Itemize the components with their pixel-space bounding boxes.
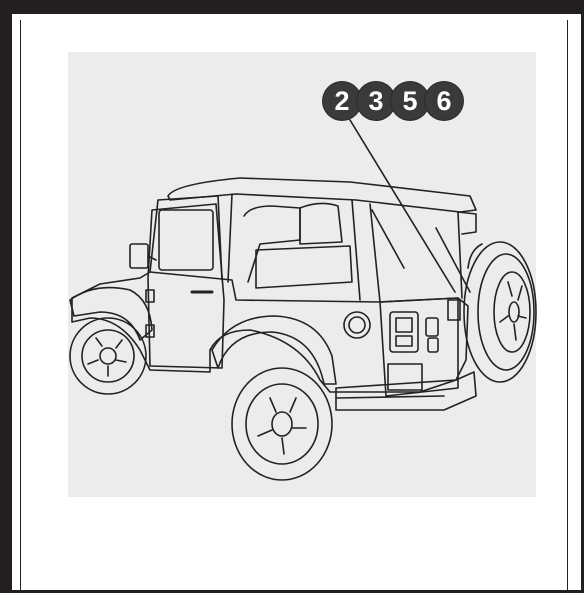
callout-badge: 2 xyxy=(323,82,361,120)
headrest xyxy=(300,203,342,244)
front-wheel-spokes xyxy=(88,338,126,376)
callout-badge: 5 xyxy=(391,82,429,120)
door-window xyxy=(159,210,213,270)
spare-tire-spokes xyxy=(500,282,526,340)
side-mirror xyxy=(130,244,148,268)
fuel-cap xyxy=(344,312,370,338)
callout-group: 2 3 5 6 xyxy=(323,82,459,120)
tailgate-handle xyxy=(426,318,438,336)
rear-wheel-spokes xyxy=(258,398,306,454)
soft-top xyxy=(168,178,476,212)
callout-badge: 6 xyxy=(425,82,463,120)
rear-bumper xyxy=(336,372,476,410)
door-hinge-upper xyxy=(146,290,154,302)
callout-badge: 3 xyxy=(357,82,395,120)
seat-back xyxy=(244,206,300,282)
front-fender xyxy=(70,288,152,340)
seat-cushion xyxy=(256,246,352,288)
spare-tire xyxy=(464,242,536,382)
license-plate xyxy=(388,364,422,390)
